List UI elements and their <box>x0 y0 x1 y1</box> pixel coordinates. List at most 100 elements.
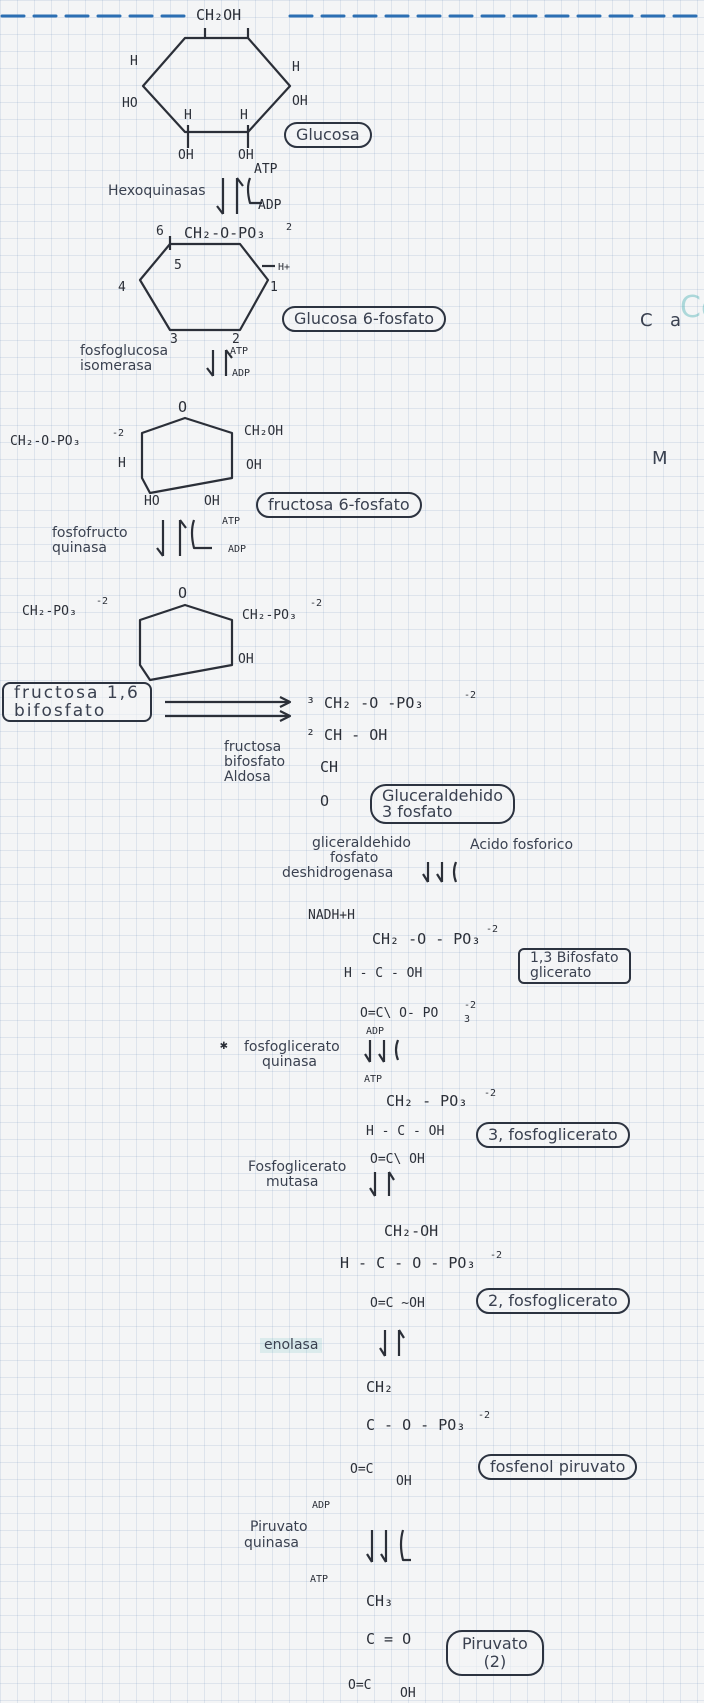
margin-m: M <box>652 448 668 469</box>
bpg-line3: O=C\ O- PO <box>360 1006 439 1021</box>
step2-adp: ADP <box>232 368 251 379</box>
step2-enzyme-l2: isomerasa <box>80 358 153 374</box>
step5-enzyme-l1: gliceraldehido <box>312 835 411 851</box>
pg2-line2: H - C - O - PO₃ <box>340 1254 476 1272</box>
pyruvate-label-l2: (2) <box>483 1652 507 1671</box>
f16bp-label-l2: bifosfato <box>14 701 107 721</box>
step4-enzyme-l1: fructosa <box>224 739 282 755</box>
f16bp-right-charge: -2 <box>310 598 323 609</box>
pyruvate-label: Piruvato (2) <box>446 1630 544 1676</box>
g6p-n4: 4 <box>118 280 126 295</box>
step5-enzyme-l3: deshidrogenasa <box>282 865 394 881</box>
pg2-line2-charge: -2 <box>490 1250 503 1261</box>
f6p-left-group: CH₂-O-PO₃ <box>10 434 81 449</box>
f6p-oh-bottom: OH <box>204 494 220 509</box>
pg2-line3: O=C ~OH <box>370 1296 425 1311</box>
step5-nadh: NADH+H <box>308 908 355 923</box>
pg2-label: 2, fosfoglicerato <box>476 1288 630 1314</box>
f6p-h: H <box>118 456 126 471</box>
pg3-line2: H - C - OH <box>366 1124 445 1139</box>
glucose-oh-b2: OH <box>238 148 254 163</box>
step3-atp: ATP <box>222 516 241 527</box>
step6-enzyme-l2: quinasa <box>262 1054 317 1070</box>
step9-enzyme-l1: Piruvato <box>250 1519 308 1535</box>
step9-adp: ADP <box>312 1500 331 1511</box>
step5-acid: Acido fosforico <box>470 837 574 853</box>
bpg-label-l1: 1,3 Bifosfato <box>530 950 619 966</box>
pg2-line1: CH₂-OH <box>384 1222 439 1240</box>
g3p-line4: O <box>320 792 330 810</box>
pyruvate-line1: CH₃ <box>366 1592 394 1610</box>
g6p-n5: 5 <box>174 258 182 273</box>
f6p-oh-right: OH <box>246 458 262 473</box>
pg3-line1-charge: -2 <box>484 1088 497 1099</box>
bpg-line3-sub: 3 <box>464 1014 471 1025</box>
pep-line3b: OH <box>396 1474 412 1489</box>
step1-adp: ADP <box>258 198 282 213</box>
glucose-h-mid: H <box>184 108 192 123</box>
margin-a: a <box>670 310 682 331</box>
f16bp-left-charge: -2 <box>96 596 109 607</box>
g6p-top-charge: 2 <box>286 222 293 233</box>
step5-enzyme-l2: fosfato <box>330 850 379 866</box>
g3p-line2: ² CH - OH <box>306 726 388 744</box>
step4-enzyme-l3: Aldosa <box>224 769 271 785</box>
g6p-label: Glucosa 6-fosfato <box>282 306 447 332</box>
f6p-left-charge: -2 <box>112 428 125 439</box>
pep-line1: CH₂ <box>366 1378 394 1396</box>
g3p-line1: ³ CH₂ -O -PO₃ <box>306 694 424 712</box>
pep-line3: O=C <box>350 1462 374 1477</box>
pyruvate-line3: O=C <box>348 1678 372 1693</box>
pyruvate-line2: C = O <box>366 1630 412 1648</box>
f16bp-ring-o: O <box>178 584 188 602</box>
g6p-n1: 1 <box>270 280 278 295</box>
bpg-label-l2: glicerato <box>530 965 592 981</box>
step3-enzyme-l1: fosfofructo <box>52 525 128 541</box>
step7-enzyme-l2: mutasa <box>266 1174 319 1190</box>
bpg-label: 1,3 Bifosfato glicerato <box>518 948 631 984</box>
g6p-c6: 6 <box>156 224 164 239</box>
glucose-oh-right: OH <box>292 94 308 109</box>
step1-enzyme: Hexoquinasas <box>108 183 206 199</box>
g6p-top: CH₂-O-PO₃ <box>184 224 266 242</box>
step8-enzyme: enolasa <box>260 1338 323 1353</box>
f6p-ring <box>140 416 234 495</box>
step1-atp: ATP <box>254 162 278 177</box>
margin-co: Co <box>680 290 704 325</box>
step3-enzyme-l2: quinasa <box>52 540 107 556</box>
pyruvate-label-l1: Piruvato <box>462 1634 528 1653</box>
pep-line2: C - O - PO₃ <box>366 1416 466 1434</box>
glucose-oh-b1: OH <box>178 148 194 163</box>
f16bp-left-group: CH₂-PO₃ <box>22 604 77 619</box>
bpg-line3-charge: -2 <box>464 1000 477 1011</box>
g3p-label: Gluceraldehido 3 fosfato <box>370 784 515 824</box>
glucose-h-right: H <box>292 60 300 75</box>
f16bp-right-group: CH₂-PO₃ <box>242 608 297 623</box>
step3-adp: ADP <box>228 544 247 555</box>
g3p-label-l2: 3 fosfato <box>382 802 453 821</box>
glucose-ring <box>141 36 292 134</box>
g3p-label-l1: Gluceraldehido <box>382 786 503 805</box>
margin-c: C <box>640 310 653 331</box>
bpg-line1-charge: -2 <box>486 924 499 935</box>
pep-label: fosfenol piruvato <box>478 1454 638 1480</box>
g3p-line1-charge: -2 <box>464 690 477 701</box>
g3p-line3: CH <box>320 758 339 776</box>
glucose-label: Glucosa <box>284 122 372 148</box>
f16bp-ring <box>138 603 234 682</box>
g6p-n2: 2 <box>232 332 240 347</box>
pg3-line1: CH₂ - PO₃ <box>386 1092 468 1110</box>
g6p-hplus: H+ <box>278 262 291 273</box>
f16bp-label-l1: fructosa 1,6 <box>14 683 140 703</box>
step6-adp: ADP <box>366 1026 385 1037</box>
glucose-h-mid2: H <box>240 108 248 123</box>
pyruvate-line3b: OH <box>400 1686 416 1701</box>
g6p-ring <box>138 242 270 332</box>
g6p-n3: 3 <box>170 332 178 347</box>
bpg-line1: CH₂ -O - PO₃ <box>372 930 481 948</box>
step6-enzyme-l1: fosfoglicerato <box>244 1039 340 1055</box>
bpg-line2: H - C - OH <box>344 966 423 981</box>
step9-atp: ATP <box>310 1574 329 1585</box>
pep-line2-charge: -2 <box>478 1410 491 1421</box>
